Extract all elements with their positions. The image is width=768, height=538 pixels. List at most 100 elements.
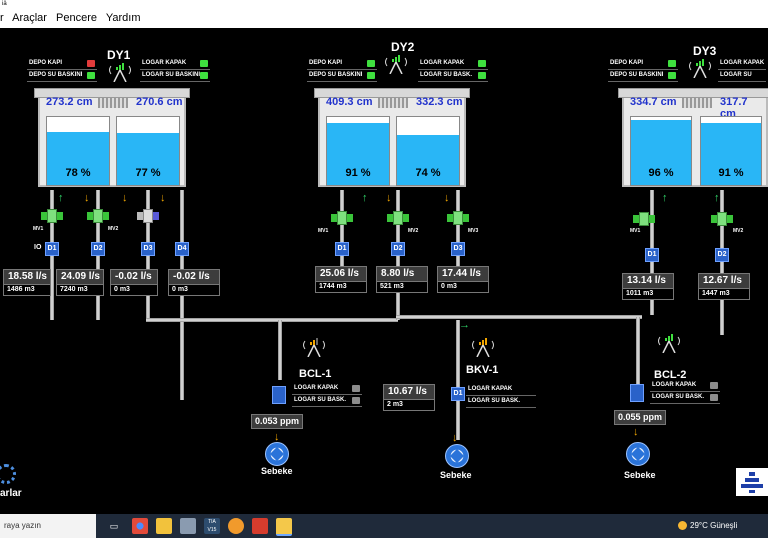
bcl2-analyzer-icon[interactable] bbox=[630, 384, 644, 402]
file-explorer-icon[interactable] bbox=[156, 518, 172, 534]
chrome-icon[interactable] bbox=[132, 518, 148, 534]
menu-item-araclar[interactable]: Araçlar bbox=[12, 12, 47, 24]
settings-gear-icon[interactable] bbox=[0, 464, 16, 484]
alarms-partial-label[interactable]: arlar bbox=[0, 488, 22, 499]
depo-su-led bbox=[87, 72, 95, 79]
app-active-icon[interactable] bbox=[276, 518, 292, 536]
dy3-level-1: 334.7 cm bbox=[630, 96, 677, 108]
pipe bbox=[278, 320, 282, 380]
dy1-d3-meter-icon[interactable]: D3 bbox=[141, 242, 155, 256]
dy3-d1-meter-icon[interactable]: D1 bbox=[645, 248, 659, 262]
dy3-mv2-valve-icon[interactable] bbox=[711, 212, 733, 226]
document-icon[interactable] bbox=[180, 518, 196, 534]
arrow-up-icon: ↑ bbox=[662, 192, 668, 204]
bkv1-signal-icon bbox=[472, 338, 494, 357]
dy1-mv3-valve-icon[interactable] bbox=[137, 209, 159, 223]
dy2-depo-status: DEPO KAPI DEPO SU BASKINI bbox=[307, 58, 377, 82]
dy1-pct-1: 78 % bbox=[65, 167, 91, 179]
dy2-level-2: 332.3 cm bbox=[416, 96, 463, 108]
dy2-logar-status: LOGAR KAPAK LOGAR SU BASK. bbox=[418, 58, 488, 82]
arrow-down-icon: ↓ bbox=[122, 192, 128, 204]
depo-kapi-label: DEPO KAPI bbox=[29, 60, 63, 66]
dy1-d2-meter-icon[interactable]: D2 bbox=[91, 242, 105, 256]
dy2-level-1: 409.3 cm bbox=[326, 96, 373, 108]
dy1-water-1 bbox=[47, 131, 109, 185]
app-red-icon[interactable] bbox=[252, 518, 268, 534]
dy3-logar-status: LOGAR KAPAK LOGAR SU BASK. bbox=[718, 58, 766, 82]
menu-item-partial[interactable]: r bbox=[0, 12, 4, 24]
company-logo bbox=[736, 468, 768, 496]
dy3-chamber-1: 96 % bbox=[630, 116, 692, 186]
dy3-mv2-label: MV2 bbox=[733, 228, 744, 234]
dy1-level-2: 270.6 cm bbox=[136, 96, 183, 108]
dy2-d2-meter-icon[interactable]: D2 bbox=[391, 242, 405, 256]
bkv1-d1-meter-icon[interactable]: D1 bbox=[451, 387, 465, 401]
dy1-mv2-valve-icon[interactable] bbox=[87, 209, 109, 223]
arrow-down-icon: ↓ bbox=[160, 192, 166, 204]
bkv1-title: BKV-1 bbox=[466, 364, 499, 376]
dy2-mv1-valve-icon[interactable] bbox=[331, 211, 353, 225]
scada-canvas: DY1 DEPO KAPI DEPO SU BASKINI LOGAR KAPA… bbox=[0, 28, 768, 500]
dy1-signal-icon bbox=[109, 63, 131, 82]
bcl2-title: BCL-2 bbox=[654, 369, 687, 381]
bcl2-logar-status: LOGAR KAPAK LOGAR SU BASK. bbox=[650, 380, 720, 404]
dy1-mv1-valve-icon[interactable] bbox=[41, 209, 63, 223]
dy1-d4-meter-icon[interactable]: D4 bbox=[175, 242, 189, 256]
pipe bbox=[720, 190, 724, 335]
logar-kapak-led bbox=[200, 60, 208, 67]
dy2-d3-meter-icon[interactable]: D3 bbox=[451, 242, 465, 256]
bcl1-analyzer-icon[interactable] bbox=[272, 386, 286, 404]
depo-kapi-led bbox=[87, 60, 95, 67]
pipe bbox=[456, 320, 460, 440]
arrow-down-icon: ↓ bbox=[386, 192, 392, 204]
pipe bbox=[340, 190, 344, 270]
io-label: IO bbox=[34, 244, 42, 251]
dy3-d2-meter-icon[interactable]: D2 bbox=[715, 248, 729, 262]
pipe bbox=[636, 317, 640, 385]
taskbar-search[interactable]: raya yazın bbox=[0, 514, 96, 538]
dy2-mv1-label: MV1 bbox=[318, 228, 329, 234]
bcl1-title: BCL-1 bbox=[299, 368, 332, 380]
dy2-mv3-valve-icon[interactable] bbox=[447, 211, 469, 225]
bcl1-pump-icon[interactable] bbox=[265, 442, 289, 466]
pipe bbox=[146, 318, 398, 322]
taskbar: raya yazın ▭ TIA V15 29°C Güneşli bbox=[0, 514, 768, 538]
dy2-pct-2: 74 % bbox=[415, 167, 441, 179]
dy1-mv2-label: MV2 bbox=[108, 226, 119, 232]
dy2-mv2-valve-icon[interactable] bbox=[387, 211, 409, 225]
bcl2-sebeke-label: Sebeke bbox=[624, 470, 656, 480]
dy2-chamber-1: 91 % bbox=[326, 116, 390, 186]
arrow-up-icon: ↑ bbox=[362, 192, 368, 204]
bcl1-sebeke-label: Sebeke bbox=[261, 466, 293, 476]
bkv1-pump-icon[interactable] bbox=[445, 444, 469, 468]
dy3-signal-icon bbox=[689, 59, 711, 78]
menu-item-yardim[interactable]: Yardım bbox=[105, 12, 141, 24]
weather-widget[interactable]: 29°C Güneşli bbox=[678, 514, 737, 538]
dy1-d1-meter-icon[interactable]: D1 bbox=[45, 242, 59, 256]
arrow-down-icon: ↓ bbox=[452, 432, 458, 444]
logar-su-label: LOGAR SU BASKINI bbox=[142, 72, 201, 78]
dy3-depo-status: DEPO KAPI DEPO SU BASKINI bbox=[608, 58, 678, 82]
dy2-mv2-label: MV2 bbox=[408, 228, 419, 234]
task-view-icon[interactable]: ▭ bbox=[109, 521, 119, 531]
menu-item-pencere[interactable]: Pencere bbox=[56, 12, 98, 24]
bcl1-logar-status: LOGAR KAPAK LOGAR SU BASK. bbox=[292, 383, 362, 407]
dy3-mv1-label: MV1 bbox=[630, 228, 641, 234]
app-orange-icon[interactable] bbox=[228, 518, 244, 534]
bcl1-ppm: 0.053 ppm bbox=[251, 414, 303, 429]
menu-bar: r Araçlar Pencere Yardım bbox=[0, 8, 768, 28]
dy2-tank: 409.3 cm 332.3 cm 91 % 74 % bbox=[314, 88, 470, 187]
tia-portal-icon[interactable]: TIA V15 bbox=[204, 518, 220, 534]
dy3-mv1-valve-icon[interactable] bbox=[633, 212, 655, 226]
dy2-d1-meter-icon[interactable]: D1 bbox=[335, 242, 349, 256]
bcl2-pump-icon[interactable] bbox=[626, 442, 650, 466]
arrow-up-icon: ↑ bbox=[58, 192, 64, 204]
